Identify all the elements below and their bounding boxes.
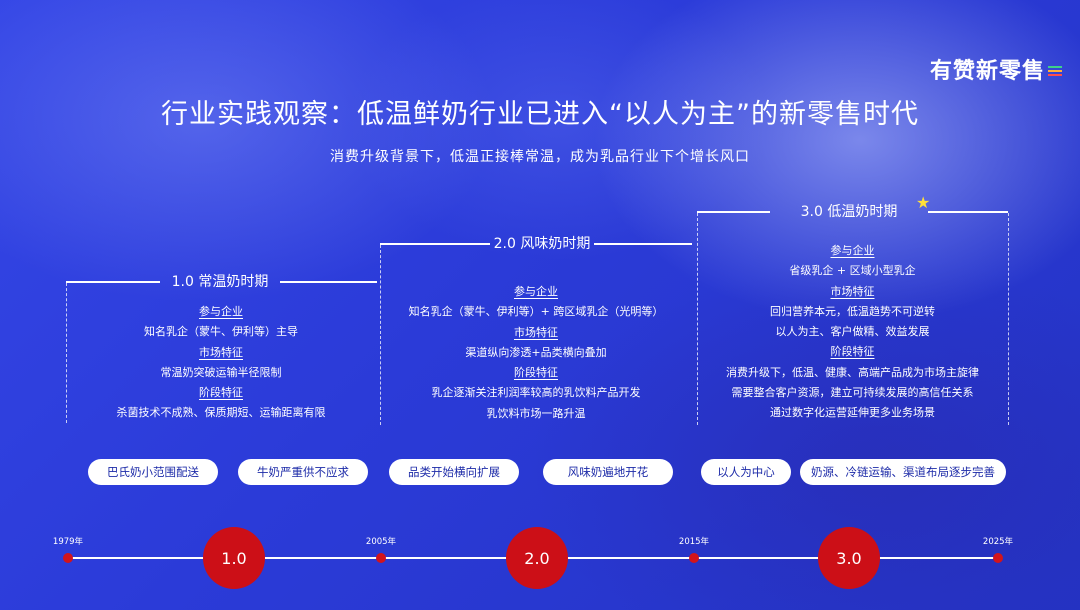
page-title: 行业实践观察：低温鲜奶行业已进入“以人为主”的新零售时代 <box>161 99 919 130</box>
stage-1-details: 参与企业知名乳企（蒙牛、伊利等）主导市场特征常温奶突破运输半径限制阶段特征杀菌技… <box>66 302 376 424</box>
timeline-dot <box>63 553 73 563</box>
stage-2-divider <box>380 245 381 425</box>
stage-detail-text: 乳企逐渐关注利润率较高的乳饮料产品开发 <box>431 386 641 400</box>
stage-3-details: 参与企业省级乳企 + 区域小型乳企市场特征回归营养本元，低温趋势不可逆转以人为主… <box>697 241 1008 424</box>
timeline-marker-3: 3.0 <box>818 527 880 589</box>
stage-detail-text: 知名乳企（蒙牛、伊利等）主导 <box>144 325 298 339</box>
stage-3-line-left <box>697 211 770 213</box>
stage-detail-text: 通过数字化运营延伸更多业务场景 <box>770 406 935 420</box>
stage-2-line-right <box>594 243 692 245</box>
stage-detail-text: 回归营养本元，低温趋势不可逆转 <box>770 304 935 318</box>
stage-3-divider-right <box>1008 213 1009 425</box>
stage-2-line-left <box>380 243 490 245</box>
stage-2-details: 参与企业知名乳企（蒙牛、伊利等）+ 跨区域乳企（光明等） 市场特征渠道纵向渗透+品… <box>380 282 692 424</box>
milestone-pill: 巴氏奶小范围配送 <box>88 459 218 485</box>
timeline-year-label: 2005年 <box>365 537 397 547</box>
stage-1-line-left <box>66 281 160 283</box>
stage-section-heading: 市场特征 <box>514 325 558 339</box>
stage-3-label: 3.0 低温奶时期 <box>800 204 898 220</box>
timeline-year-label: 2025年 <box>982 537 1014 547</box>
stage-1-label: 1.0 常温奶时期 <box>171 274 269 290</box>
stage-section-heading: 参与企业 <box>514 285 558 298</box>
stage-detail-text: 消费升级下，低温、健康、高端产品成为市场主旋律 <box>726 365 979 379</box>
milestone-pill: 风味奶遍地开花 <box>543 459 673 485</box>
star-icon: ★ <box>916 193 931 212</box>
brand-logo-text: 有赞新零售 <box>930 59 1046 84</box>
timeline-dot <box>376 553 386 563</box>
stage-section-heading: 参与企业 <box>199 305 243 318</box>
stage-1-divider <box>66 283 67 423</box>
stage-3-divider-left <box>697 213 698 425</box>
stage-detail-text: 乳饮料市场一路升温 <box>486 406 586 420</box>
stage-3-line-right <box>928 211 1008 213</box>
stage-detail-text: 需要整合客户资源，建立可持续发展的高信任关系 <box>731 386 974 400</box>
stage-section-heading: 市场特征 <box>830 284 875 298</box>
stage-section-heading: 阶段特征 <box>514 366 558 380</box>
timeline-marker-2: 2.0 <box>506 527 568 589</box>
timeline-dot <box>993 553 1003 563</box>
stage-detail-text: 知名乳企（蒙牛、伊利等）+ 跨区域乳企（光明等） <box>408 305 664 319</box>
timeline-dot <box>689 553 699 563</box>
milestone-pill: 奶源、冷链运输、渠道布局逐步完善 <box>800 459 1006 485</box>
stage-section-heading: 参与企业 <box>830 244 875 257</box>
stage-1-line-right <box>280 281 377 283</box>
page-subtitle: 消费升级背景下，低温正接棒常温，成为乳品行业下个增长风口 <box>330 149 750 165</box>
stage-2-label: 2.0 风味奶时期 <box>493 236 591 252</box>
stage-detail-text: 杀菌技术不成熟、保质期短、运输距离有限 <box>116 406 326 420</box>
stage-detail-text: 常温奶突破运输半径限制 <box>160 365 282 379</box>
milestone-pill: 以人为中心 <box>701 459 791 485</box>
stage-detail-text: 以人为主、客户做精、效益发展 <box>775 325 930 339</box>
timeline-year-label: 1979年 <box>52 537 84 547</box>
milestone-pill: 牛奶严重供不应求 <box>238 459 368 485</box>
milestone-pill: 品类开始横向扩展 <box>389 459 519 485</box>
logo-bars-icon <box>1048 66 1063 76</box>
stage-section-heading: 阶段特征 <box>199 386 243 400</box>
stage-section-heading: 阶段特征 <box>830 345 875 359</box>
timeline-marker-1: 1.0 <box>203 527 265 589</box>
timeline-year-label: 2015年 <box>678 537 710 547</box>
stage-detail-text: 渠道纵向渗透+品类横向叠加 <box>465 345 607 359</box>
stage-section-heading: 市场特征 <box>199 345 243 359</box>
stage-detail-text: 省级乳企 + 区域小型乳企 <box>789 264 916 278</box>
brand-logo: 有赞新零售 <box>930 53 1063 85</box>
